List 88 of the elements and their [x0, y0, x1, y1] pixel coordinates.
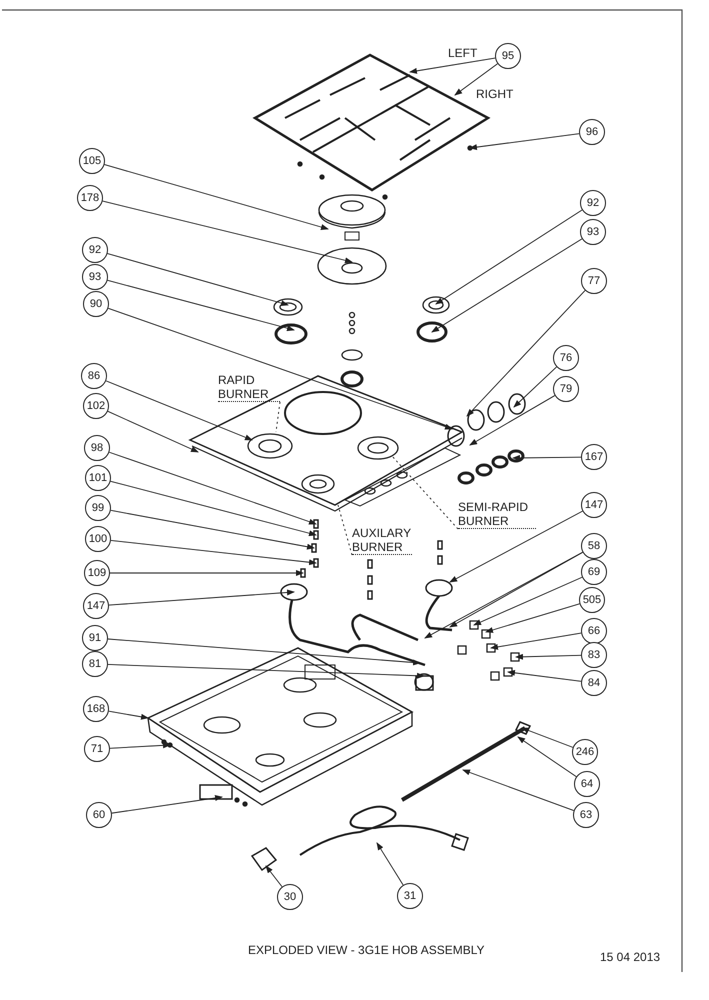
callout-number: 64 — [574, 771, 600, 797]
leader-line — [338, 504, 352, 556]
side-label: LEFT — [448, 46, 478, 60]
leader-line — [265, 865, 282, 888]
burner-label: AUXILARY BURNER — [352, 526, 412, 555]
leader-line — [424, 552, 584, 638]
leader-line — [107, 410, 199, 452]
leader-line — [108, 710, 149, 720]
callout-number: 60 — [86, 802, 112, 828]
leader-line — [110, 480, 317, 536]
leader-line — [515, 654, 582, 660]
callout-number: 77 — [581, 268, 607, 294]
callout-number: 96 — [579, 119, 605, 145]
callout-number: 91 — [82, 625, 108, 651]
leader-line — [108, 664, 425, 679]
leader-line — [104, 164, 329, 230]
burner-label: RAPID BURNER — [218, 373, 280, 402]
leader-line — [449, 552, 584, 628]
leader-line — [392, 456, 458, 530]
callout-number: 101 — [85, 465, 111, 491]
callout-number: 86 — [81, 363, 107, 389]
leader-line — [108, 638, 421, 666]
callout-number: 147 — [83, 593, 109, 619]
burner-label: SEMI-RAPID BURNER — [458, 500, 536, 529]
callout-number: 66 — [581, 618, 607, 644]
callout-number: 105 — [79, 148, 105, 174]
leader-line — [469, 395, 556, 446]
callout-number: 92 — [82, 237, 108, 263]
callout-number: 58 — [581, 533, 607, 559]
date-text: 15 04 2013 — [600, 950, 660, 964]
leader-line — [431, 238, 582, 333]
leader-line — [110, 570, 304, 576]
leader-line — [102, 200, 353, 264]
leader-line — [107, 280, 295, 332]
callout-number: 100 — [85, 526, 111, 552]
leader-line — [466, 290, 586, 417]
leader-line — [110, 540, 317, 566]
leader-line — [409, 58, 496, 74]
callout-number: 167 — [581, 444, 607, 470]
leader-line — [110, 510, 315, 550]
callout-number: 178 — [77, 185, 103, 211]
callout-number: 93 — [82, 264, 108, 290]
leader-line — [106, 380, 253, 440]
leader-line — [107, 253, 289, 306]
leader-line — [111, 795, 223, 814]
leader-line — [490, 632, 582, 650]
callout-number: 71 — [84, 736, 110, 762]
leader-line — [276, 402, 280, 432]
leader-line — [512, 454, 582, 461]
leader-line — [521, 728, 574, 748]
leader-line — [108, 452, 317, 525]
callout-number: 147 — [581, 492, 607, 518]
callout-number: 90 — [83, 291, 109, 317]
leader-line — [376, 842, 404, 886]
callout-number: 79 — [553, 376, 579, 402]
callout-number: 109 — [84, 560, 110, 586]
callout-number: 168 — [83, 696, 109, 722]
callout-number: 31 — [397, 883, 423, 909]
callout-number: 505 — [579, 587, 605, 613]
leader-line — [108, 308, 453, 430]
callout-number: 63 — [573, 802, 599, 828]
leader-line — [449, 510, 583, 582]
callout-number: 99 — [85, 495, 111, 521]
leader-line — [462, 770, 574, 811]
callout-number: 76 — [553, 345, 579, 371]
callout-number: 95 — [495, 43, 521, 69]
callout-number: 102 — [83, 393, 109, 419]
leader-line — [108, 590, 295, 606]
leader-line — [485, 603, 580, 633]
callout-number: 81 — [82, 651, 108, 677]
callout-number: 98 — [84, 435, 110, 461]
leader-line — [507, 670, 582, 682]
callout-number: 84 — [581, 670, 607, 696]
callout-number: 92 — [580, 190, 606, 216]
leader-line — [517, 736, 577, 778]
title: EXPLODED VIEW - 3G1E HOB ASSEMBLY — [248, 943, 485, 957]
leader-line — [110, 742, 171, 749]
callout-number: 83 — [581, 642, 607, 668]
callout-number: 30 — [277, 884, 303, 910]
leader-line — [473, 576, 583, 626]
side-label: RIGHT — [476, 87, 514, 101]
leader-line — [513, 366, 557, 408]
leader-line — [435, 210, 583, 305]
callout-number: 93 — [580, 219, 606, 245]
callout-number: 246 — [572, 739, 598, 765]
leader-line — [469, 133, 580, 150]
callout-number: 69 — [581, 559, 607, 585]
leader-line — [454, 63, 498, 96]
